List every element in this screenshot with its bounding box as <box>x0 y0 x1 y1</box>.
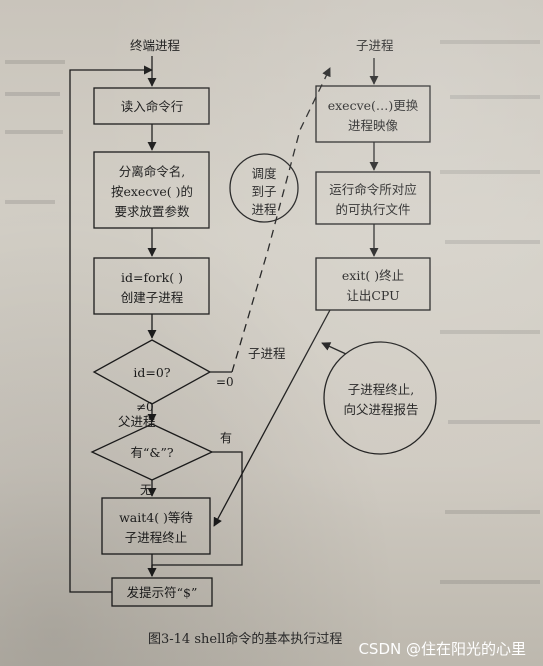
text-read-command: 读入命令行 <box>121 99 184 114</box>
text-prompt: 发提示符“$” <box>127 585 198 600</box>
label-yes: 有 <box>220 431 232 445</box>
text-split-1: 分离命令名, <box>119 164 185 179</box>
arrow-schedule-dashed <box>231 67 331 373</box>
text-wait-2: 子进程终止 <box>125 530 188 545</box>
text-fork-1: id=fork( ) <box>121 270 183 285</box>
text-schedule-2: 到子 <box>251 184 276 199</box>
text-run-1: 运行命令所对应 <box>329 182 417 197</box>
text-decision-amp: 有“&”? <box>130 445 173 460</box>
text-report-1: 子进程终止, <box>348 382 414 397</box>
arrow-exit-wait <box>213 309 331 527</box>
text-fork-2: 创建子进程 <box>121 290 184 305</box>
arrow-yes <box>152 451 243 566</box>
circle-schedule <box>229 153 299 223</box>
label-parent-process: 父进程 <box>118 414 156 429</box>
figure-caption: 图3-14 shell命令的基本执行过程 <box>148 631 342 647</box>
text-execve-2: 进程映像 <box>348 118 399 133</box>
text-decision-id: id=0? <box>133 365 170 380</box>
label-child-process-top: 子进程 <box>356 38 394 53</box>
label-child-process-mid: 子进程 <box>248 346 286 361</box>
arrow-report <box>321 342 347 355</box>
text-report-2: 向父进程报告 <box>343 402 418 417</box>
text-run-2: 的可执行文件 <box>335 202 410 217</box>
text-split-2: 按execve( )的 <box>111 184 193 199</box>
text-execve-1: execve(…)更换 <box>328 98 419 113</box>
text-wait-1: wait4( )等待 <box>119 510 193 525</box>
text-schedule-3: 进程 <box>251 202 277 217</box>
label-eq0: =0 <box>216 375 234 389</box>
label-no: 无 <box>140 483 152 497</box>
box-execve <box>315 85 431 143</box>
text-exit-2: 让出CPU <box>346 288 399 303</box>
box-exit <box>315 257 431 311</box>
csdn-watermark: CSDN @住在阳光的心里 <box>358 640 526 658</box>
text-split-3: 要求放置参数 <box>114 204 190 219</box>
circle-report <box>323 341 437 455</box>
text-exit-1: exit( )终止 <box>342 268 404 283</box>
box-wait <box>101 497 211 555</box>
label-neq0: ≠0 <box>136 400 154 414</box>
text-schedule-1: 调度 <box>251 166 277 181</box>
box-fork <box>93 257 210 315</box>
arrow-loop <box>69 65 153 593</box>
label-terminal-process: 终端进程 <box>130 38 181 53</box>
box-run <box>315 171 431 225</box>
